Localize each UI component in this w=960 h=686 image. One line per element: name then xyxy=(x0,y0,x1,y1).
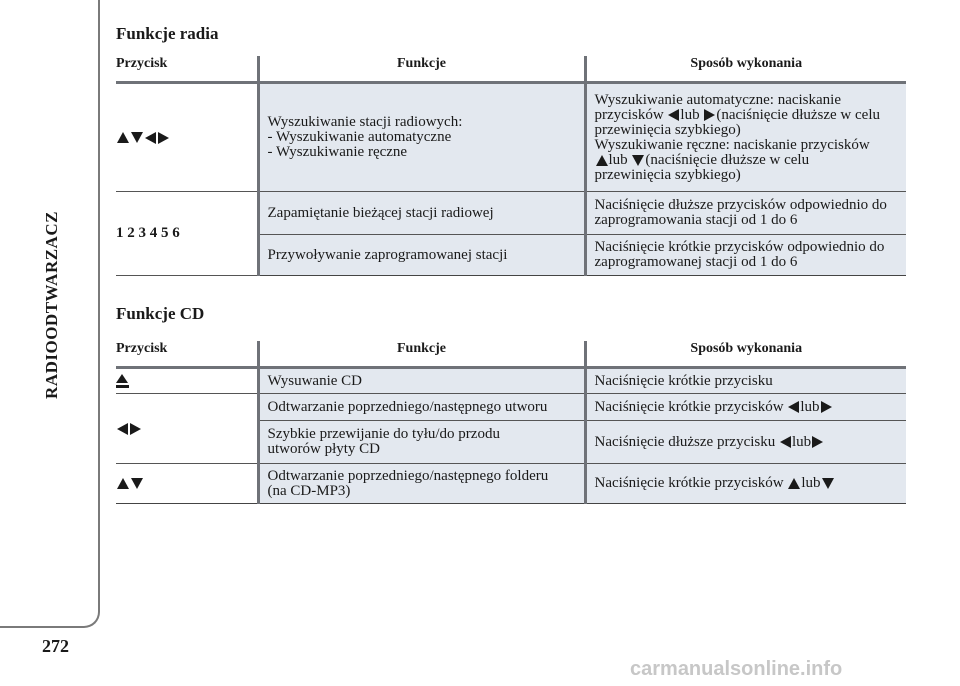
section-label: RADIOODTWARZACZ xyxy=(42,211,61,399)
method-text: przycisków lub (naciśnięcie dłuższe w ce… xyxy=(594,106,881,123)
button-cell xyxy=(116,393,260,464)
function-text: - Wyszukiwanie ręczne xyxy=(267,144,408,160)
function-text: (na CD-MP3) xyxy=(267,482,351,499)
function-text: utworów płyty CD xyxy=(267,441,381,457)
function-cell: Wyszukiwanie stacji radiowych: - Wyszuki… xyxy=(258,82,587,192)
method-text: Naciśnięcie krótkie przycisków odpowiedn… xyxy=(594,239,885,255)
arrow-left-icon xyxy=(780,436,792,449)
header-function: Funkcje xyxy=(258,341,587,369)
method-text: Wyszukiwanie ręczne: naciskanie przycisk… xyxy=(594,136,870,153)
table-row: Wysuwanie CD Naciśnięcie krótkie przycis… xyxy=(116,367,906,394)
arrow-down-icon xyxy=(632,154,645,166)
table-row: Przywoływanie zaprogramowanej stacji Nac… xyxy=(116,234,906,276)
side-tab xyxy=(0,0,100,628)
button-cell: 1 2 3 4 5 6 xyxy=(116,191,260,276)
table-header: Przycisk Funkcje Sposób wykonania xyxy=(116,56,906,84)
arrow-down-icon xyxy=(131,132,143,144)
header-button: Przycisk xyxy=(116,341,260,369)
eject-icon xyxy=(116,374,129,389)
method-cell: Wyszukiwanie automatyczne: naciskanie pr… xyxy=(585,82,906,192)
arrow-down-icon xyxy=(821,478,834,490)
method-cell: Naciśnięcie dłuższe przycisków odpowiedn… xyxy=(585,191,906,235)
function-cell: Zapamiętanie bieżącej stacji radiowej xyxy=(258,191,587,235)
function-text: Wyszukiwanie stacji radiowych: xyxy=(267,114,463,130)
arrow-right-icon xyxy=(704,109,716,122)
table-header: Przycisk Funkcje Sposób wykonania xyxy=(116,341,906,369)
method-text: Wyszukiwanie automatyczne: naciskanie xyxy=(594,91,842,108)
arrow-left-icon xyxy=(145,131,156,144)
page-number: 272 xyxy=(42,636,69,656)
method-cell: Naciśnięcie krótkie przycisku xyxy=(585,367,906,394)
button-cell xyxy=(116,367,260,394)
arrow-left-icon xyxy=(788,401,800,414)
function-text: - Wyszukiwanie automatyczne xyxy=(267,129,452,145)
function-text: Odtwarzanie poprzedniego/następnego fold… xyxy=(267,467,549,484)
table-row: 1 2 3 4 5 6 Zapamiętanie bieżącej stacji… xyxy=(116,191,906,276)
function-text: Szybkie przewijanie do tyłu/do przodu xyxy=(267,426,500,442)
method-cell: Naciśnięcie krótkie przycisków lub xyxy=(585,393,906,421)
method-text: lub (naciśnięcie dłuższe w celu xyxy=(595,152,905,168)
function-cell: Odtwarzanie poprzedniego/następnego utwo… xyxy=(258,393,587,421)
header-function: Funkcje xyxy=(258,56,587,84)
function-cell: Odtwarzanie poprzedniego/następnego fold… xyxy=(258,463,587,504)
method-text: zaprogramowania stacji od 1 do 6 xyxy=(594,212,798,228)
table-row: Odtwarzanie poprzedniego/następnego utwo… xyxy=(116,393,906,464)
arrow-right-icon xyxy=(130,422,141,435)
method-text: zaprogramowanej stacji od 1 do 6 xyxy=(594,254,798,270)
method-text: przewinięcia szybkiego) xyxy=(594,121,741,138)
arrow-right-icon xyxy=(158,131,169,144)
button-cell xyxy=(116,82,260,192)
function-cell: Wysuwanie CD xyxy=(258,367,587,394)
arrow-right-icon xyxy=(820,401,832,414)
watermark: carmanualsonline.info xyxy=(630,658,843,680)
table-row: Wyszukiwanie stacji radiowych: - Wyszuki… xyxy=(116,82,906,192)
cd-section-title: Funkcje CD xyxy=(116,304,205,323)
arrow-left-icon xyxy=(668,109,680,122)
header-button: Przycisk xyxy=(116,56,260,84)
method-cell: Naciśnięcie dłuższe przycisku lub xyxy=(585,420,906,464)
table-row: Odtwarzanie poprzedniego/następnego fold… xyxy=(116,463,906,504)
cd-table: Przycisk Funkcje Sposób wykonania Wysuwa… xyxy=(116,341,906,504)
button-cell xyxy=(116,463,260,504)
method-cell: Naciśnięcie krótkie przycisków odpowiedn… xyxy=(585,234,906,276)
method-text: Naciśnięcie dłuższe przycisków odpowiedn… xyxy=(594,197,887,213)
arrow-down-icon xyxy=(131,478,143,490)
method-text: przewinięcia szybkiego) xyxy=(594,166,741,183)
function-cell: Przywoływanie zaprogramowanej stacji xyxy=(258,234,587,276)
radio-table: Przycisk Funkcje Sposób wykonania Wyszuk… xyxy=(116,56,906,276)
table-row: Szybkie przewijanie do tyłu/do przodu ut… xyxy=(116,420,906,464)
arrow-up-icon xyxy=(788,478,801,490)
arrow-right-icon xyxy=(812,436,824,449)
arrow-left-icon xyxy=(117,422,128,435)
function-cell: Szybkie przewijanie do tyłu/do przodu ut… xyxy=(258,420,587,464)
header-method: Sposób wykonania xyxy=(585,56,906,84)
arrow-up-icon xyxy=(117,478,129,490)
arrow-up-icon xyxy=(117,132,129,144)
method-cell: Naciśnięcie krótkie przycisków lub xyxy=(585,463,906,504)
arrow-up-icon xyxy=(595,154,608,166)
radio-section-title: Funkcje radia xyxy=(116,24,219,43)
header-method: Sposób wykonania xyxy=(585,341,906,369)
